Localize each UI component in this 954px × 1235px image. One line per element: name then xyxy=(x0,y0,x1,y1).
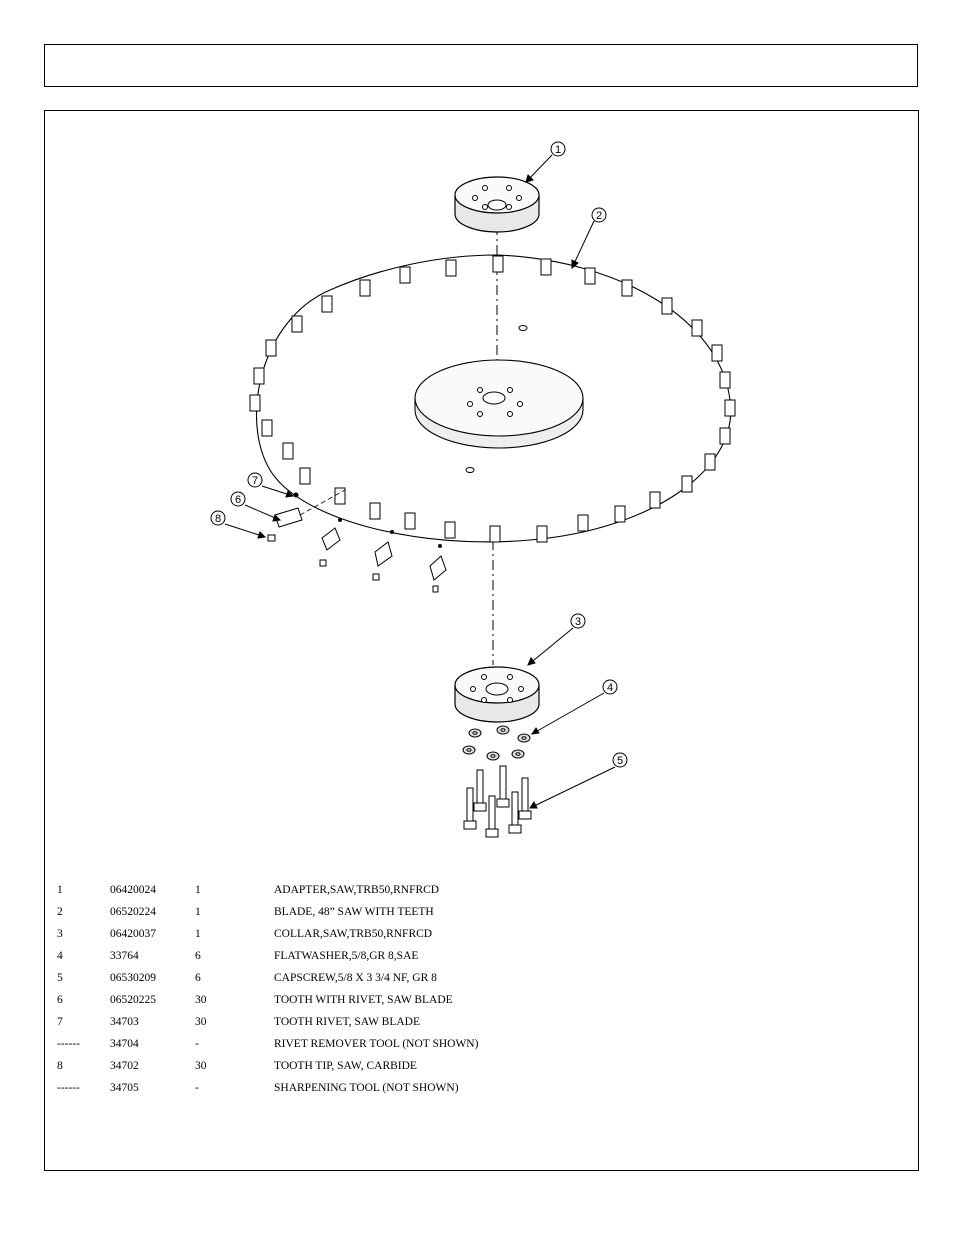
item-number: 8 xyxy=(57,1060,63,1072)
part-number: 06420037 xyxy=(110,928,156,940)
description: TOOTH TIP, SAW, CARBIDE xyxy=(274,1060,417,1072)
item-number: 6 xyxy=(57,994,63,1006)
adapter-part xyxy=(454,176,540,233)
description: ADAPTER,SAW,TRB50,RNFRCD xyxy=(274,884,440,896)
quantity: 6 xyxy=(195,950,201,962)
item-number: ------ xyxy=(57,1038,80,1050)
part-number: 34705 xyxy=(110,1082,139,1094)
description: FLATWASHER,5/8,GR 8,SAE xyxy=(274,950,419,962)
item-number: 7 xyxy=(57,1016,63,1028)
quantity: 1 xyxy=(195,884,201,896)
description: RIVET REMOVER TOOL (NOT SHOWN) xyxy=(274,1038,479,1050)
part-number: 06520224 xyxy=(110,906,156,918)
quantity: 30 xyxy=(195,1016,207,1028)
svg-text:3: 3 xyxy=(575,616,581,628)
parts-list-table: 1 06420024 1 ADAPTER,SAW,TRB50,RNFRCD 2 06520… xyxy=(57,879,478,1099)
parts-row: 1 06420024 1 ADAPTER,SAW,TRB50,RNFRCD xyxy=(57,879,478,901)
description: BLADE, 48” SAW WITH TEETH xyxy=(274,906,434,918)
svg-text:8: 8 xyxy=(215,513,221,525)
part-number: 34703 xyxy=(110,1016,139,1028)
callout-5: 5 xyxy=(612,752,628,768)
callout-1: 1 xyxy=(550,141,566,157)
description: CAPSCREW,5/8 X 3 3/4 NF, GR 8 xyxy=(274,972,437,984)
part-number: 06530209 xyxy=(110,972,156,984)
saw-blade-part xyxy=(249,254,736,593)
parts-row: 8 34702 30 TOOTH TIP, SAW, CARBIDE xyxy=(57,1055,478,1077)
callout-6: 6 xyxy=(230,491,246,507)
collar-part xyxy=(454,666,540,723)
callout-2: 2 xyxy=(591,207,607,223)
callout-3: 3 xyxy=(570,613,586,629)
quantity: 6 xyxy=(195,972,201,984)
description: COLLAR,SAW,TRB50,RNFRCD xyxy=(274,928,433,940)
item-number: ------ xyxy=(57,1082,80,1094)
quantity: 30 xyxy=(195,994,207,1006)
parts-row: 6 06520225 30 TOOTH WITH RIVET, SAW BLADE xyxy=(57,989,478,1011)
item-number: 3 xyxy=(57,928,63,940)
exploded-view-diagram: 1 2 3 4 5 6 7 8 xyxy=(210,141,736,838)
svg-text:4: 4 xyxy=(607,682,613,694)
part-number: 33764 xyxy=(110,950,139,962)
part-number: 34704 xyxy=(110,1038,139,1050)
item-number: 1 xyxy=(57,884,63,896)
parts-row: 3 06420037 1 COLLAR,SAW,TRB50,RNFRCD xyxy=(57,923,478,945)
quantity: 1 xyxy=(195,928,201,940)
item-number: 5 xyxy=(57,972,63,984)
callout-4: 4 xyxy=(602,679,618,695)
header-box xyxy=(44,44,918,87)
parts-row: ------ 34704 - RIVET REMOVER TOOL (NOT SHOW… xyxy=(57,1033,478,1055)
callout-8: 8 xyxy=(210,510,226,526)
svg-text:7: 7 xyxy=(252,475,258,487)
part-number: 34702 xyxy=(110,1060,139,1072)
svg-text:6: 6 xyxy=(235,494,241,506)
part-number: 06420024 xyxy=(110,884,156,896)
quantity: - xyxy=(195,1038,199,1050)
svg-text:2: 2 xyxy=(596,210,602,222)
svg-text:1: 1 xyxy=(555,144,561,156)
part-number: 06520225 xyxy=(110,994,156,1006)
parts-row: ------ 34705 - SHARPENING TOOL (NOT SHOWN) xyxy=(57,1077,478,1099)
quantity: 30 xyxy=(195,1060,207,1072)
flatwasher-part xyxy=(462,725,531,761)
callout-balloons: 1 2 3 4 5 6 7 8 xyxy=(210,141,628,768)
item-number: 2 xyxy=(57,906,63,918)
parts-row: 5 06530209 6 CAPSCREW,5/8 X 3 3/4 NF, GR 8 xyxy=(57,967,478,989)
description: TOOTH WITH RIVET, SAW BLADE xyxy=(274,994,453,1006)
quantity: 1 xyxy=(195,906,201,918)
parts-row: 2 06520224 1 BLADE, 48” SAW WITH TEETH xyxy=(57,901,478,923)
capscrew-part xyxy=(463,765,532,838)
description: SHARPENING TOOL (NOT SHOWN) xyxy=(274,1082,459,1094)
parts-row: 4 33764 6 FLATWASHER,5/8,GR 8,SAE xyxy=(57,945,478,967)
parts-row: 7 34703 30 TOOTH RIVET, SAW BLADE xyxy=(57,1011,478,1033)
callout-7: 7 xyxy=(247,472,263,488)
svg-text:5: 5 xyxy=(617,755,623,767)
main-box xyxy=(44,110,919,1171)
item-number: 4 xyxy=(57,950,63,962)
quantity: - xyxy=(195,1082,199,1094)
description: TOOTH RIVET, SAW BLADE xyxy=(274,1016,421,1028)
